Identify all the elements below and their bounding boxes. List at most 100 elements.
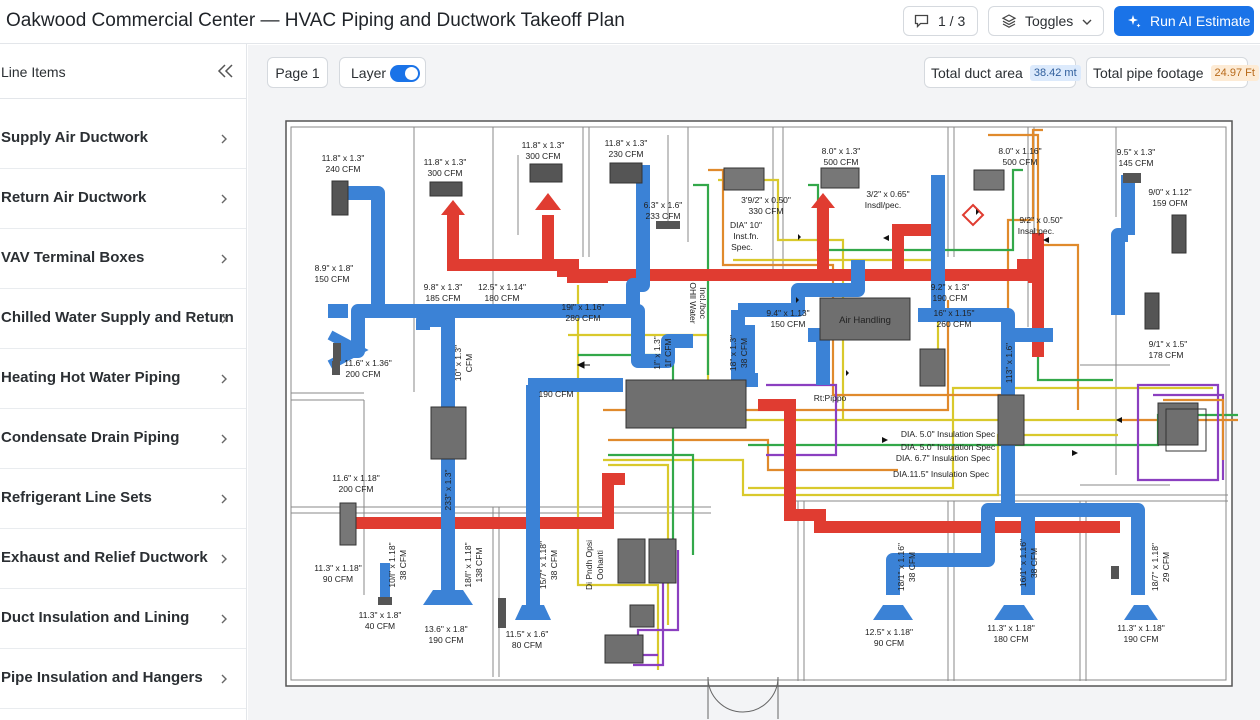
airflow-label: 230 CFM	[609, 149, 644, 159]
airflow-label: 300 CFM	[428, 168, 463, 178]
duct-size-label: 12.5" x 1.18"	[865, 627, 913, 637]
pipe-spec-label: OHll Water	[688, 282, 698, 323]
layer-toggle[interactable]: Layer	[339, 57, 426, 88]
duct-size-label: 18/l" x 1.18"	[463, 542, 473, 587]
sidebar-item-exhaust-relief[interactable]: Exhaust and Relief Ductwork	[0, 529, 246, 589]
sidebar-item-pipe-insulation[interactable]: Pipe Insulation and Hangers	[0, 649, 246, 709]
duct-area-label: Total duct area	[931, 64, 1023, 81]
airflow-label: 233 CFM	[646, 211, 681, 221]
duct-size-label: 9.2" x 1.3"	[931, 282, 970, 292]
switch-knob	[405, 67, 418, 80]
duct-size-label: 11.3" x 1.8"	[359, 610, 402, 620]
damper-symbol	[961, 203, 985, 227]
page-label: Page 1	[275, 64, 320, 81]
page-selector[interactable]: Page 1	[267, 57, 328, 88]
duct-size-label: 8.9" x 1.8"	[315, 263, 354, 273]
chevron-right-icon	[221, 434, 227, 444]
supply-arrow	[535, 193, 561, 210]
sidebar-item-label: Refrigerant Line Sets	[1, 489, 152, 506]
duct-size-label: 16" x 1.15"	[933, 308, 974, 318]
pipe-footage-label: Total pipe footage	[1093, 64, 1204, 81]
layer-switch[interactable]	[390, 65, 420, 82]
duct-size-label: 1l" x 1.3"	[652, 336, 662, 369]
duct-area-badge: 38.42 mt	[1029, 64, 1081, 81]
airflow-label: 40 CFM	[365, 621, 395, 631]
toggles-dropdown[interactable]: Toggles	[988, 6, 1104, 36]
airflow-label: 178 CFM	[1149, 350, 1184, 360]
duct-size-label: 11.8" x 1.3"	[424, 157, 467, 167]
hvac-plan-drawing[interactable]: 11.8" x 1.3" 240 CFM 11.8" x 1.3" 300 CF…	[248, 45, 1260, 720]
pipe-spec-label: Spec.	[731, 242, 753, 252]
duct-size-label: 11.8" x 1.3"	[522, 140, 565, 150]
sidebar-item-chilled-water[interactable]: Chilled Water Supply and Return	[0, 289, 246, 349]
chevron-down-icon	[1082, 19, 1092, 25]
sidebar-item-label: Duct Insulation and Lining	[1, 609, 190, 626]
chevron-right-icon	[221, 494, 227, 504]
duct-size-label: 8.0" x 1.3"	[822, 146, 861, 156]
airflow-label: 240 CFM	[326, 164, 361, 174]
sidebar-title: Line Items	[1, 64, 66, 80]
airflow-label: 190 CFM	[1124, 634, 1159, 644]
duct-size-label: 11.5" x 1.6"	[506, 629, 549, 639]
page-counter-button[interactable]: 1 / 3	[903, 6, 978, 36]
room-walls	[290, 126, 1228, 681]
drawing-canvas[interactable]: Page 1 Layer Total duct area 38.42 mt To…	[248, 45, 1260, 720]
duct-size-label: 15/7" x 1.18"	[538, 541, 548, 589]
airflow-label: 1l' CFM	[663, 338, 673, 367]
duct-size-label: 9.4" x 1.13"	[766, 308, 809, 318]
page-counter: 1 / 3	[938, 13, 966, 29]
sidebar-item-duct-insulation[interactable]: Duct Insulation and Lining	[0, 589, 246, 649]
supply-arrow	[811, 193, 835, 208]
airflow-label: 190 CFM	[933, 293, 968, 303]
sidebar-item-refrigerant-line-sets[interactable]: Refrigerant Line Sets	[0, 469, 246, 529]
chevron-right-icon	[221, 674, 227, 684]
line-items-sidebar: Line Items Supply Air Ductwork Return Ai…	[0, 44, 247, 720]
airflow-label: 180 CFM	[485, 293, 520, 303]
sidebar-item-label: Pipe Insulation and Hangers	[1, 669, 203, 686]
layers-icon	[1001, 14, 1017, 28]
duct-size-label: 11.3" x 1.18"	[1117, 623, 1164, 633]
heating-hot-water-pipes	[353, 205, 1120, 533]
equipment	[430, 297, 1207, 664]
airflow-label: 159 OFM	[1152, 198, 1187, 208]
sidebar-item-heating-hot-water[interactable]: Heating Hot Water Piping	[0, 349, 246, 409]
airflow-label: 190 CFM	[429, 635, 464, 645]
run-ai-estimate-label: Run AI Estimate	[1150, 13, 1251, 29]
pipe-spec-label: Rt:Pippo	[814, 393, 847, 403]
sidebar-item-condensate-drain[interactable]: Condensate Drain Piping	[0, 409, 246, 469]
chevron-right-icon	[221, 614, 227, 624]
duct-size-label: 10/l" x 1.18"	[387, 542, 397, 587]
airflow-label: 150 CFM	[771, 319, 806, 329]
duct-size-label: 9.5" x 1.3"	[1117, 147, 1156, 157]
insulation-spec-label: DIA. 6.7" Insulation Spec	[896, 453, 991, 463]
duct-size-label: 113" x 1.6"	[1004, 343, 1014, 383]
duct-size-label: 11.8" x 1.3"	[322, 153, 365, 163]
airflow-label: 500 CFM	[1003, 157, 1038, 167]
airflow-label: 38 CFM	[398, 550, 408, 580]
airflow-label: 90 CFM	[874, 638, 904, 648]
airflow-label: 280 CFM	[566, 313, 601, 323]
supply-arrow	[441, 200, 465, 215]
sidebar-item-label: Exhaust and Relief Ductwork	[1, 549, 208, 566]
sidebar-item-vav-terminal-boxes[interactable]: VAV Terminal Boxes	[0, 229, 246, 289]
collapse-sidebar-icon[interactable]	[217, 63, 235, 79]
airflow-label: 80 CFM	[512, 640, 542, 650]
duct-size-label: 18/7" x 1.18"	[1150, 543, 1160, 591]
entry-door	[707, 676, 779, 719]
top-bar: Oakwood Commercial Center — HVAC Piping …	[0, 0, 1260, 44]
pipe-spec-label: Inst.fn.	[733, 231, 759, 241]
sidebar-item-label: Condensate Drain Piping	[1, 429, 180, 446]
duct-size-label: 11.3" x 1.18"	[987, 623, 1034, 633]
airflow-label: 90 CFM	[323, 574, 353, 584]
total-pipe-footage: Total pipe footage 24.97 Ft	[1086, 57, 1259, 88]
airflow-label: 145 CFM	[1119, 158, 1154, 168]
comment-icon	[914, 14, 929, 28]
sidebar-item-supply-air-ductwork[interactable]: Supply Air Ductwork	[0, 109, 246, 169]
duct-size-label: 16/1" x 1.16"	[1018, 539, 1028, 587]
run-ai-estimate-button[interactable]: Run AI Estimate	[1114, 6, 1254, 36]
sidebar-item-return-air-ductwork[interactable]: Return Air Ductwork	[0, 169, 246, 229]
layer-label: Layer	[351, 64, 387, 81]
sidebar-item-label: Supply Air Ductwork	[1, 129, 148, 146]
pipe-spec-label: Oohanti	[595, 550, 605, 580]
airflow-label: 180 CFM	[994, 634, 1029, 644]
